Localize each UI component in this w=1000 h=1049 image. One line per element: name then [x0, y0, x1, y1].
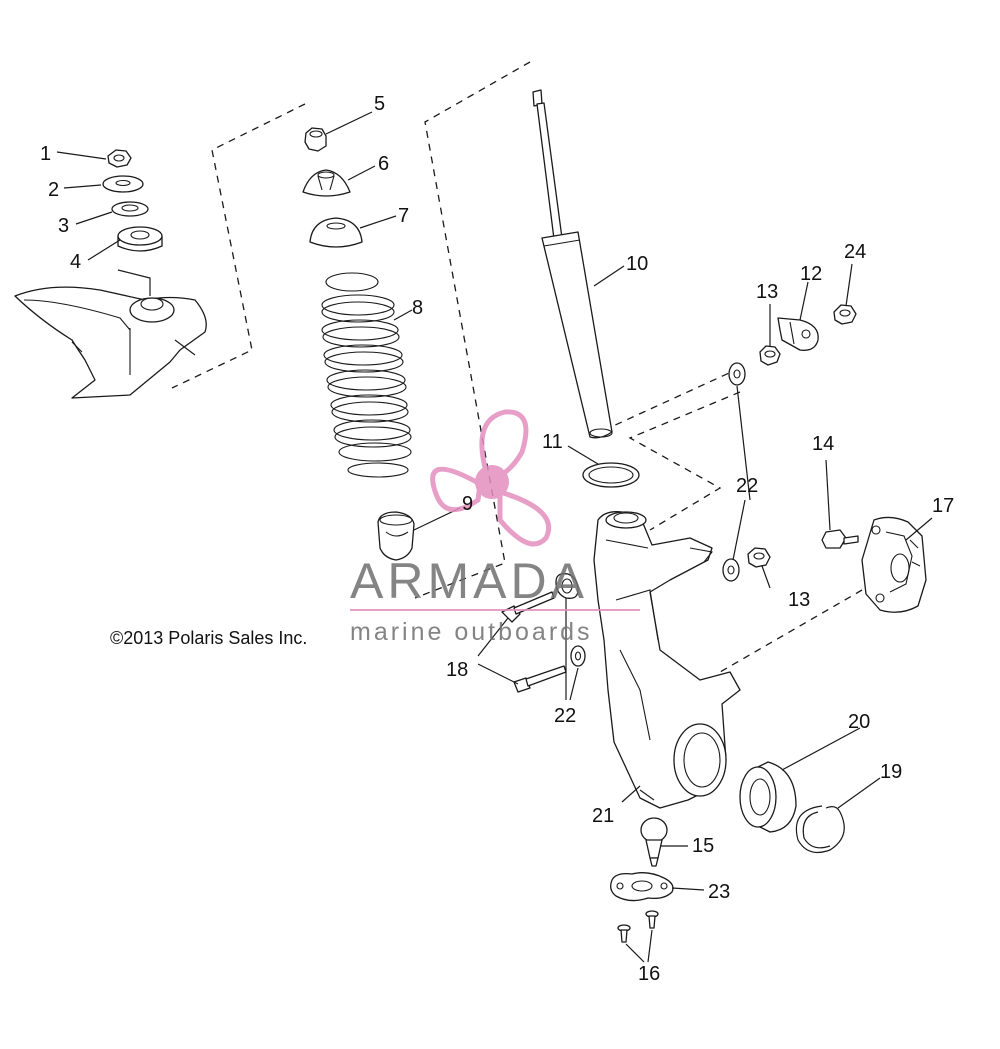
part-2-washer	[102, 175, 144, 193]
part-13-nut-upper	[759, 345, 781, 366]
callout-14: 14	[812, 433, 834, 455]
callout-24: 24	[844, 241, 866, 263]
callout-13-lower: 13	[788, 589, 810, 611]
callout-15: 15	[692, 835, 714, 857]
callout-7: 7	[398, 205, 409, 227]
part-24-nut	[833, 304, 857, 325]
callout-21: 21	[592, 805, 614, 827]
part-22-washer-center	[570, 645, 586, 667]
callout-4: 4	[70, 251, 81, 273]
watermark-subtitle: marine outboards	[350, 618, 593, 646]
callout-13-upper: 13	[756, 281, 778, 303]
callout-23: 23	[708, 881, 730, 903]
callout-2: 2	[48, 179, 59, 201]
callout-12: 12	[800, 263, 822, 285]
part-22-washer-lower	[722, 558, 740, 582]
part-14-bolt	[821, 529, 859, 549]
part-18-bolt-lower	[513, 665, 567, 693]
callout-16: 16	[638, 963, 660, 985]
callout-20: 20	[848, 711, 870, 733]
assembly-guide-lines	[171, 61, 863, 673]
part-21-steering-knuckle	[593, 511, 741, 809]
callout-5: 5	[374, 93, 385, 115]
part-22-bushing	[555, 573, 579, 599]
part-23-mounting-plate	[610, 872, 674, 902]
callout-3: 3	[58, 215, 69, 237]
callout-22-upper: 22	[736, 475, 758, 497]
callout-1: 1	[40, 143, 51, 165]
callout-19: 19	[880, 761, 902, 783]
part-16-screw-right	[645, 910, 659, 929]
part-1-nut	[107, 149, 132, 168]
part-7-spring-seat	[309, 217, 363, 248]
part-4-bushing	[117, 226, 163, 252]
callout-11: 11	[542, 431, 563, 453]
armada-watermark-logo: ARMADA marine outboards	[350, 409, 640, 646]
callout-8: 8	[412, 297, 423, 319]
part-11-seal-ring	[582, 462, 640, 488]
part-17-brake-caliper	[861, 516, 927, 613]
watermark-word: ARMADA	[350, 553, 588, 609]
part-9-bump-stop	[377, 511, 415, 561]
copyright-notice: ©2013 Polaris Sales Inc.	[110, 628, 307, 648]
part-5-nut	[304, 127, 327, 152]
part-16-screw-left	[617, 924, 631, 943]
part-8-coil-spring	[321, 272, 412, 478]
part-20-wheel-bearing	[739, 761, 797, 833]
leader-lines	[56, 111, 933, 963]
callout-18: 18	[446, 659, 468, 681]
part-12-clip-bracket	[777, 317, 819, 351]
callout-numbers: 1 2 3 4 5 6 7 8 9 10 11 12 13 13 14 15 1…	[40, 93, 954, 985]
part-3-washer	[111, 201, 149, 217]
callout-22-lower: 22	[554, 705, 576, 727]
frame-mount-bracket	[14, 286, 207, 399]
part-15-ball-joint	[640, 817, 668, 867]
part-10-shock-absorber	[532, 89, 613, 439]
part-19-snap-ring	[795, 805, 845, 853]
callout-6: 6	[378, 153, 389, 175]
callout-9: 9	[462, 493, 473, 515]
part-22-washer-upper	[728, 362, 746, 386]
part-6-upper-retainer	[302, 169, 351, 197]
callout-10: 10	[626, 253, 648, 275]
callout-17: 17	[932, 495, 954, 517]
part-13-nut-lower	[747, 547, 771, 568]
